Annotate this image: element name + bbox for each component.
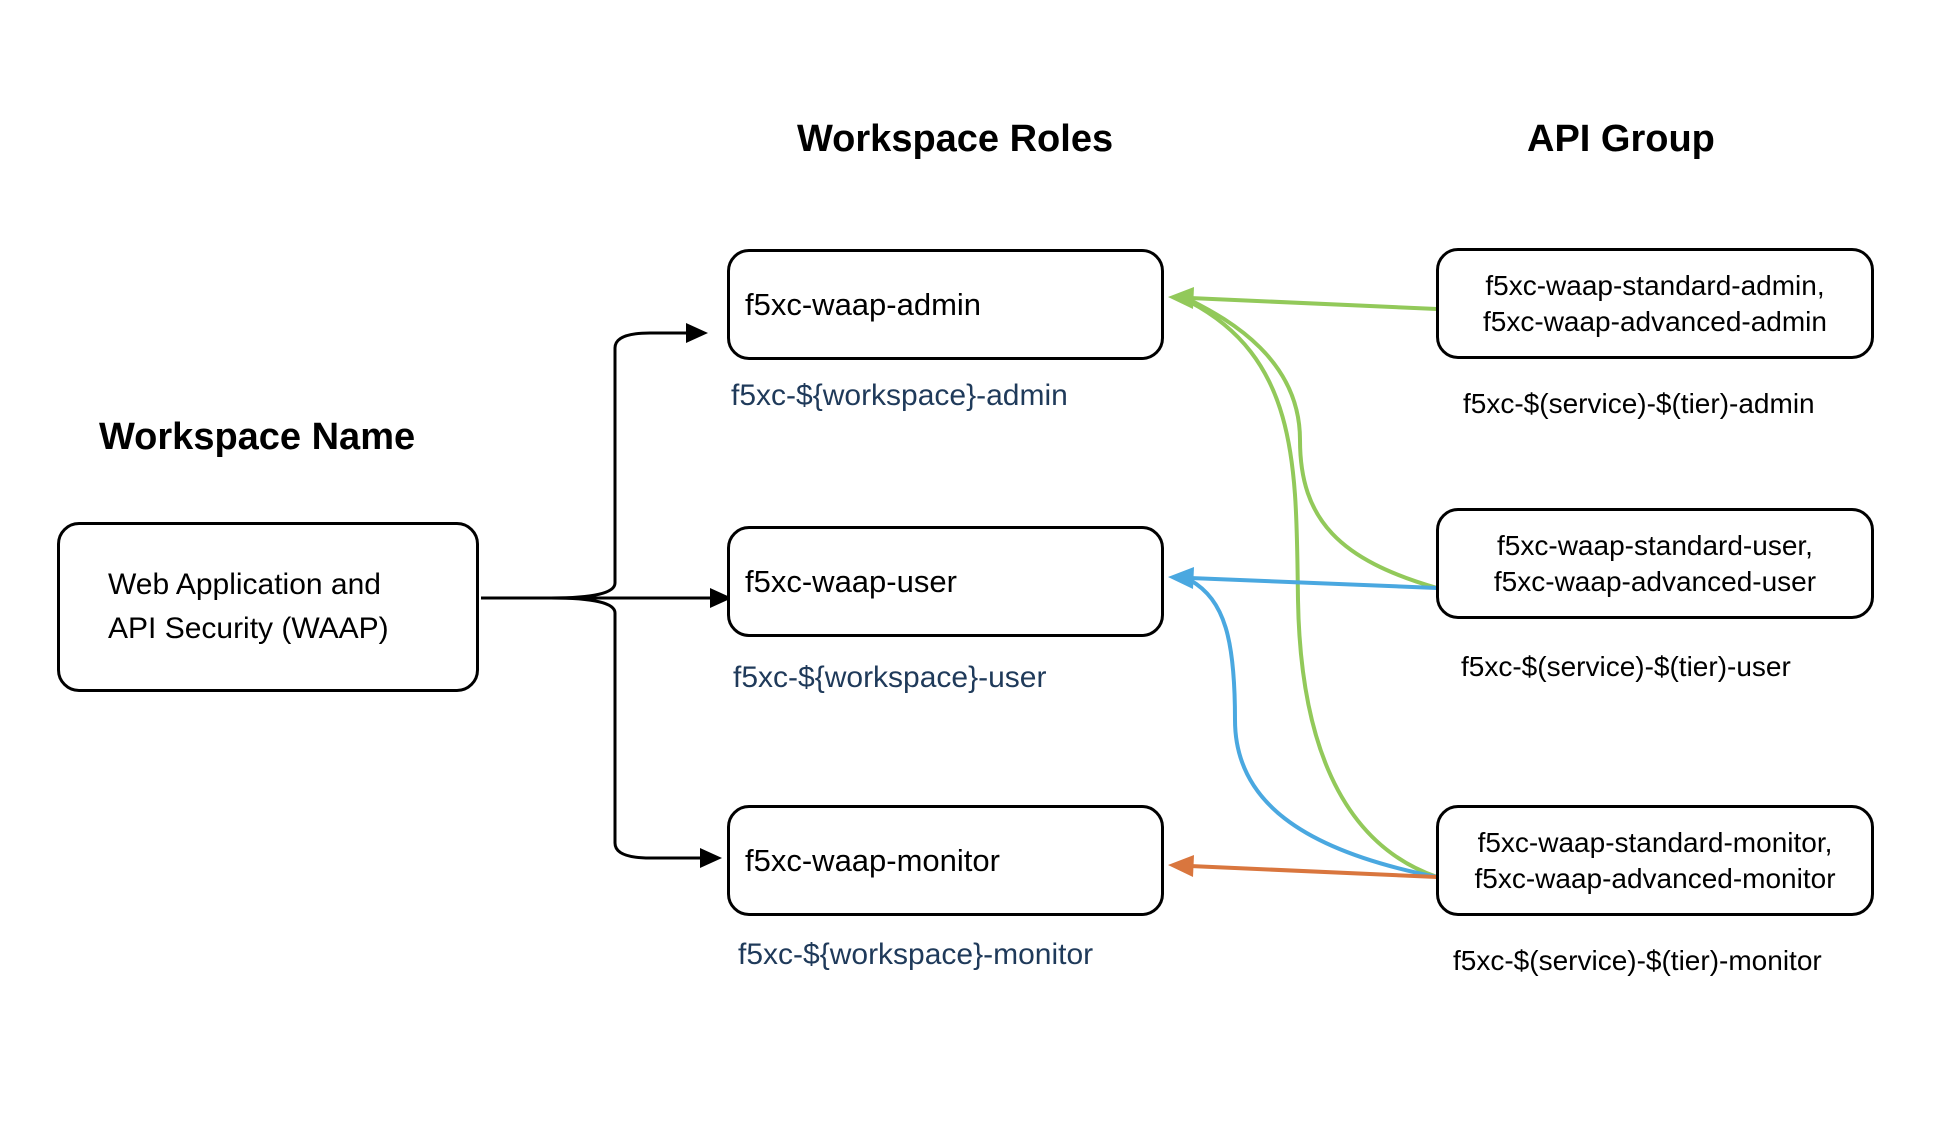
api-group-pattern-user: f5xc-$(service)-$(tier)-user [1461, 651, 1791, 682]
role-box-monitor: f5xc-waap-monitor [727, 805, 1164, 916]
monitor-arrowhead [700, 848, 722, 868]
workspace-box: Web Application and API Security (WAAP) [57, 522, 479, 692]
api-group-monitor-line1: f5xc-waap-standard-monitor, [1477, 826, 1833, 858]
api-group-user-line2: f5xc-waap-advanced-user [1493, 565, 1817, 597]
workspace-label-line1: Web Application and [108, 568, 381, 601]
admin-role-green-arrowhead [1168, 287, 1194, 309]
admin-group-to-admin-role-arrow [1188, 296, 1439, 311]
role-label-user: f5xc-waap-user [745, 563, 957, 599]
api-group-box-monitor: f5xc-waap-standard-monitor, f5xc-waap-ad… [1436, 805, 1874, 916]
workspace-to-admin-arrow [550, 331, 688, 600]
user-group-to-admin-role-arrow [1188, 298, 1439, 590]
workspace-label-line2: API Security (WAAP) [108, 612, 389, 645]
user-arrowhead [710, 588, 732, 608]
api-group-monitor-line2: f5xc-waap-advanced-monitor [1474, 862, 1836, 894]
role-box-user: f5xc-waap-user [727, 526, 1164, 637]
api-group-admin-line2: f5xc-waap-advanced-admin [1483, 305, 1827, 337]
user-group-to-user-role-arrow [1188, 576, 1439, 590]
api-group-heading: API Group [1527, 118, 1715, 160]
workspace-to-roles-connector [481, 331, 720, 860]
role-pattern-user: f5xc-${workspace}-user [733, 661, 1047, 694]
admin-arrowhead [686, 323, 708, 343]
colored-arrowheads [1168, 287, 1194, 877]
workspace-roles-heading: Workspace Roles [797, 118, 1114, 160]
role-label-admin: f5xc-waap-admin [745, 286, 982, 322]
api-group-admin-line1: f5xc-waap-standard-admin, [1485, 269, 1825, 301]
api-group-pattern-admin: f5xc-$(service)-$(tier)-admin [1463, 388, 1815, 419]
api-group-box-admin: f5xc-waap-standard-admin, f5xc-waap-adva… [1436, 248, 1874, 359]
role-pattern-admin: f5xc-${workspace}-admin [731, 379, 1068, 412]
role-pattern-monitor: f5xc-${workspace}-monitor [738, 938, 1094, 971]
api-group-user-line1: f5xc-waap-standard-user, [1497, 529, 1813, 561]
monitor-group-to-admin-role-arrow [1188, 300, 1439, 879]
workspace-name-heading: Workspace Name [99, 416, 416, 458]
workspace-arrowheads [686, 323, 732, 868]
workspace-to-monitor-arrow [550, 596, 700, 860]
monitor-group-to-user-role-arrow [1188, 578, 1439, 879]
user-role-blue-arrowhead [1168, 567, 1194, 589]
api-group-pattern-monitor: f5xc-$(service)-$(tier)-monitor [1453, 945, 1822, 976]
role-label-monitor: f5xc-waap-monitor [745, 842, 1000, 878]
api-group-box-user: f5xc-waap-standard-user, f5xc-waap-advan… [1436, 508, 1874, 619]
monitor-group-to-monitor-role-arrow [1188, 864, 1439, 879]
role-box-admin: f5xc-waap-admin [727, 249, 1164, 360]
monitor-role-orange-arrowhead [1168, 855, 1194, 877]
